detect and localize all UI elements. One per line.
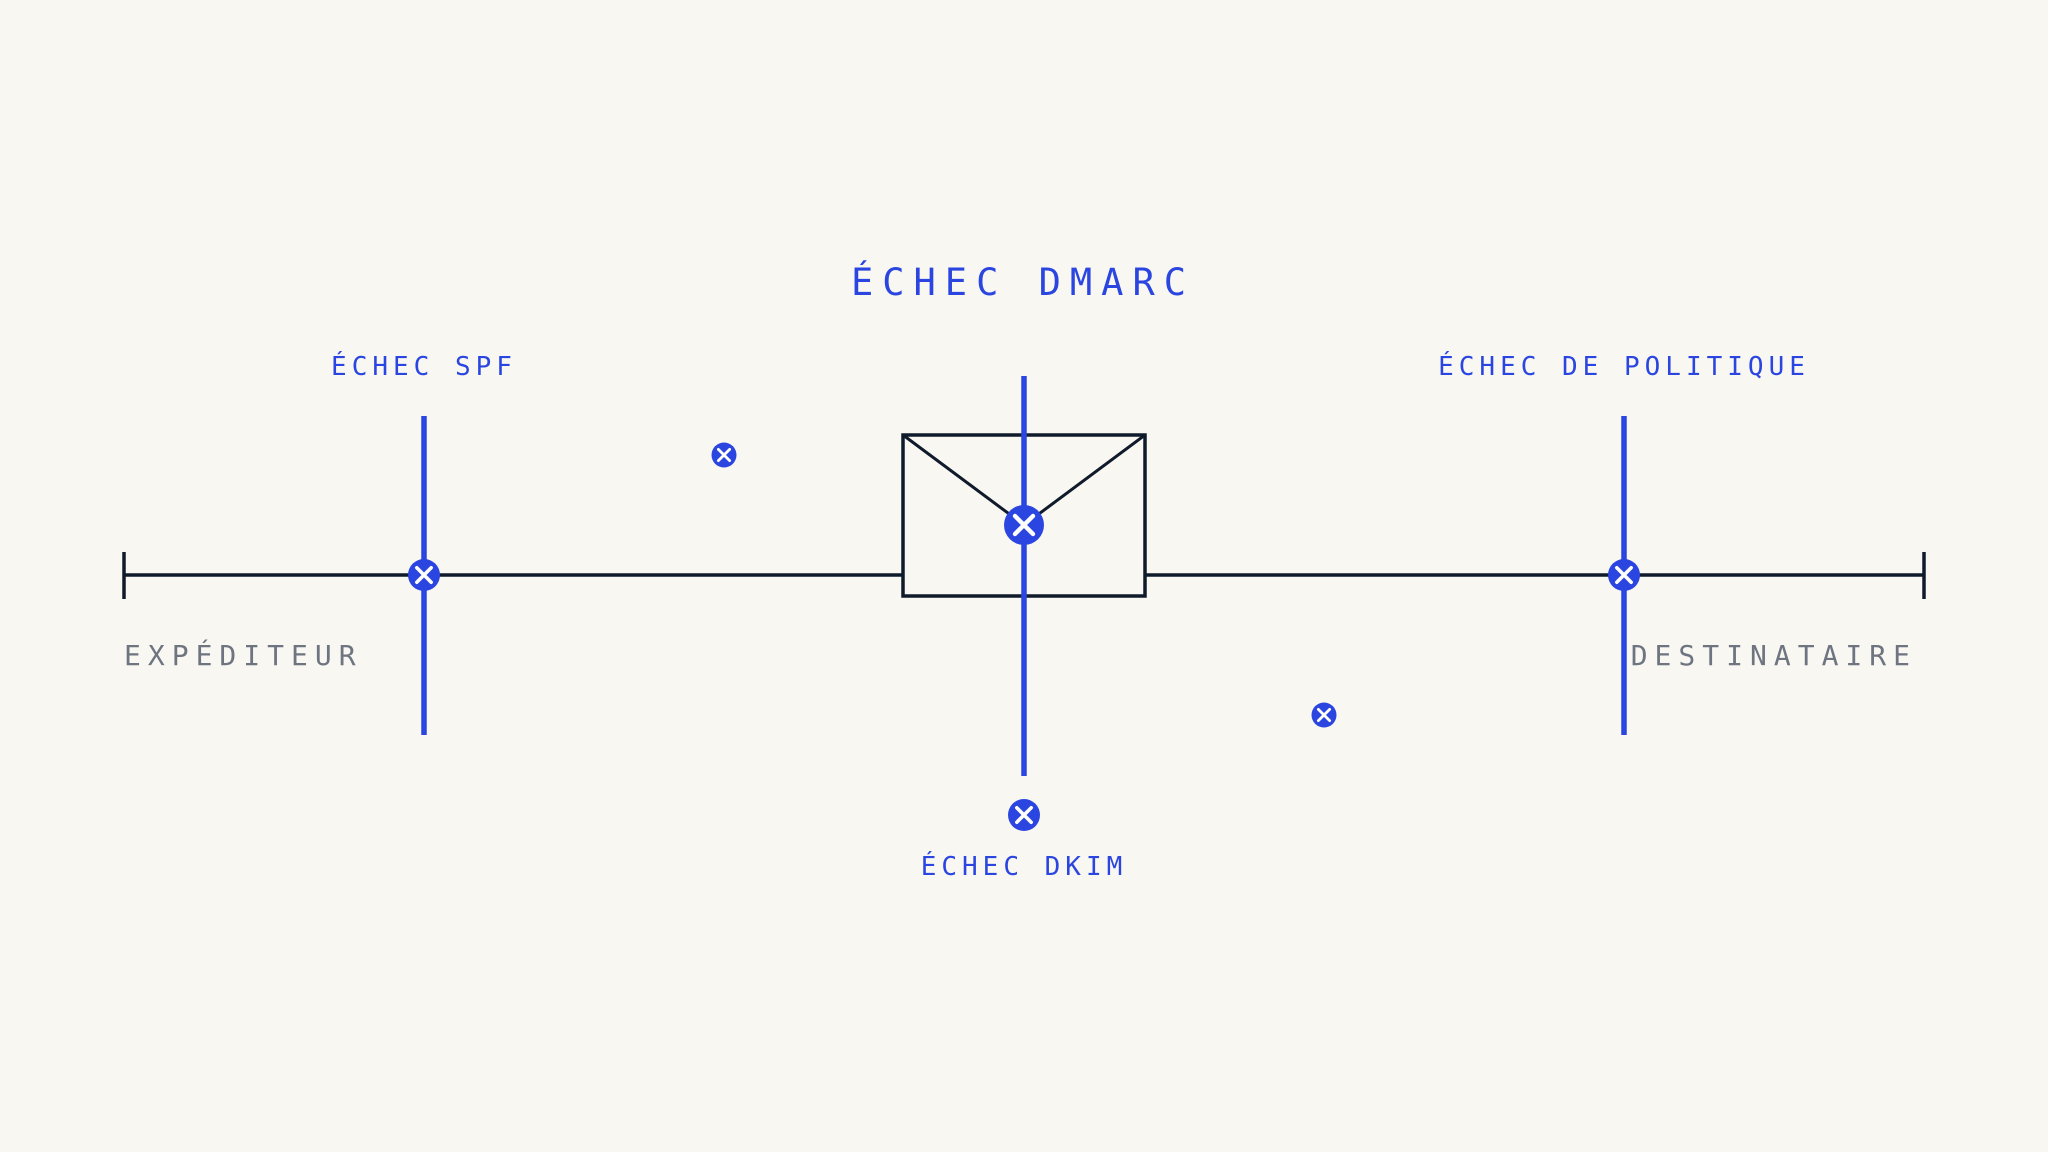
- policy-fail-x-icon: [1606, 557, 1642, 593]
- diagram-title: ÉCHEC DMARC: [851, 260, 1195, 304]
- policy-fail-label: ÉCHEC DE POLITIQUE: [1438, 350, 1810, 382]
- floating-x-icon-upper: [710, 441, 738, 469]
- spf-fail-label: ÉCHEC SPF: [331, 350, 517, 382]
- dkim-fail-label: ÉCHEC DKIM: [921, 850, 1128, 882]
- dkim-fail-x-icon: [1006, 797, 1042, 833]
- sender-label: EXPÉDITEUR: [124, 638, 363, 672]
- envelope-fail-x-icon: [1004, 505, 1044, 545]
- transport-line: [122, 552, 1926, 599]
- recipient-label: DESTINATAIRE: [1631, 639, 1917, 672]
- spf-fail-x-icon: [406, 557, 442, 593]
- floating-x-icon-lower: [1310, 701, 1338, 729]
